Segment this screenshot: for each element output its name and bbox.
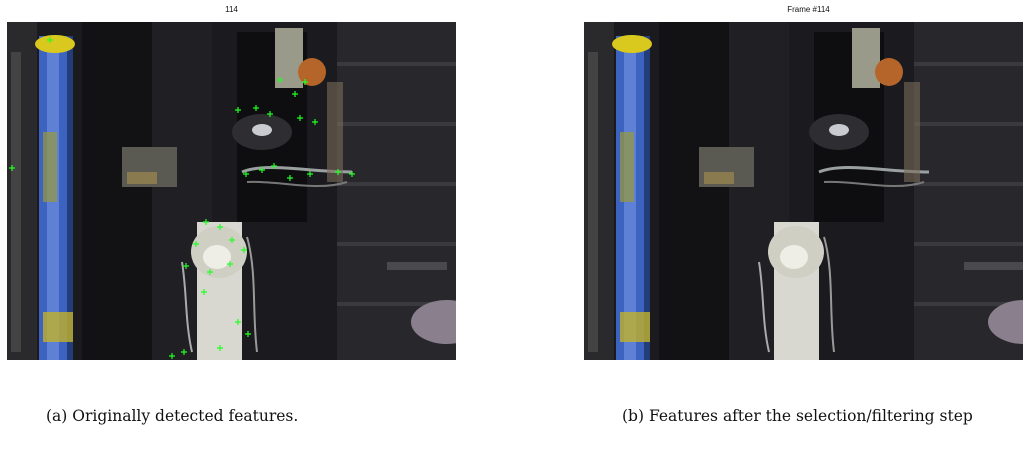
frame-image-a: [7, 22, 456, 360]
video-frame-b: [584, 22, 1023, 360]
frame-image-b: [584, 22, 1023, 360]
video-frame-a: [7, 22, 456, 360]
frame-title-a: 114: [225, 5, 238, 14]
caption-b: (b) Features after the selection/filteri…: [622, 407, 973, 425]
caption-a: (a) Originally detected features.: [46, 407, 299, 425]
frame-title-b: Frame #114: [787, 5, 830, 14]
